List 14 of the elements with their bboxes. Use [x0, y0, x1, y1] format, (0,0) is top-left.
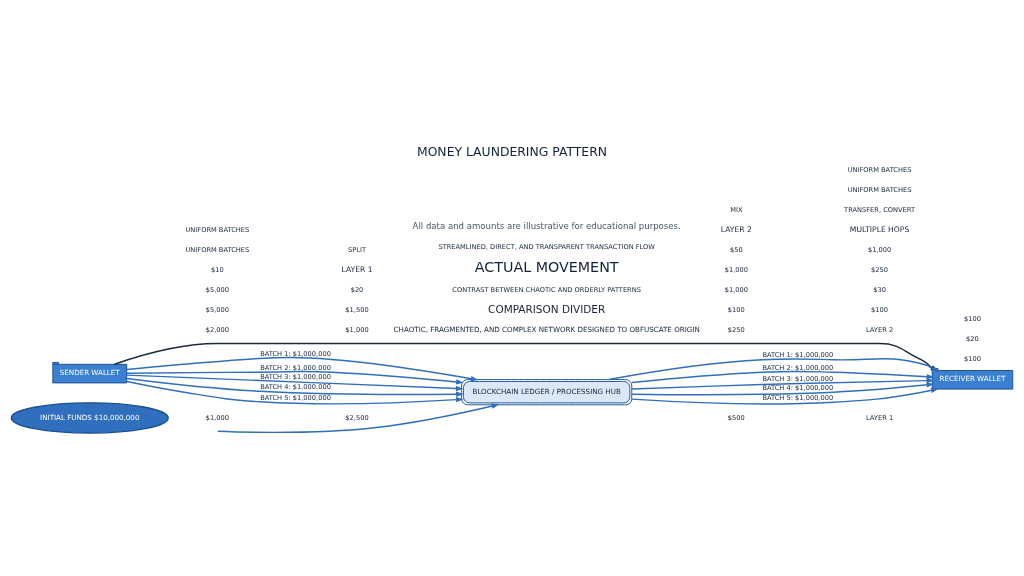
arrow [631, 387, 939, 405]
arrow [126, 380, 464, 405]
arrow [126, 377, 464, 397]
diagram-title: MONEY LAUNDERING PATTERN [416, 143, 608, 159]
arrow [631, 381, 935, 395]
caption: All data and amounts are illustrative for educational purposes. [412, 220, 681, 231]
arrow [126, 373, 464, 391]
label: ACTUAL MOVEMENT [474, 258, 619, 275]
arrow [631, 377, 935, 390]
arrow [631, 370, 935, 383]
arrow [217, 403, 500, 433]
label: COMPARISON DIVIDER [488, 302, 606, 315]
arrow [126, 370, 464, 385]
arrow [126, 356, 479, 381]
